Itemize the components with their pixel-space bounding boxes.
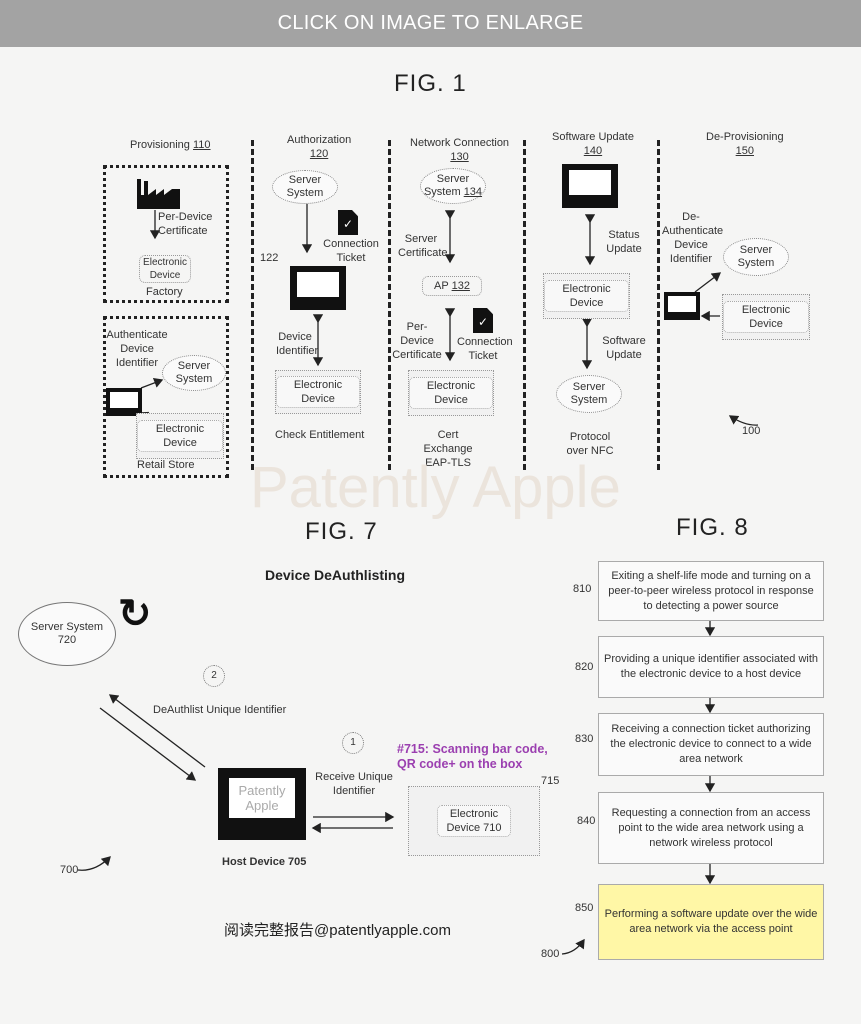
per-device-cert-label: Per-Device Certificate bbox=[392, 321, 442, 361]
provisioning-label: Provisioning 110 bbox=[130, 139, 211, 151]
fig1-title: FIG. 1 bbox=[394, 70, 467, 97]
factory-box bbox=[103, 165, 229, 303]
divider bbox=[657, 140, 660, 470]
step-num: 840 bbox=[577, 815, 596, 827]
retail-box bbox=[103, 316, 229, 478]
de-authenticate-label: De-Authenticate Device Identifier bbox=[662, 211, 724, 265]
ref-800: 800 bbox=[541, 948, 560, 960]
monitor-icon bbox=[106, 388, 142, 416]
flow-step-820: Providing a unique identifier associated… bbox=[598, 636, 824, 698]
protocol-nfc-label: Protocol over NFC bbox=[566, 431, 614, 457]
flow-step-830: Receiving a connection ticket authorizin… bbox=[598, 713, 824, 776]
fig7-title: FIG. 7 bbox=[305, 518, 378, 545]
server-system-cloud: Server System 134 bbox=[420, 168, 486, 204]
connection-ticket-label: Connection Ticket bbox=[323, 238, 379, 264]
deauthlist-label: DeAuthlist Unique Identifier bbox=[153, 704, 287, 716]
electronic-device-box: Electronic Device bbox=[136, 413, 224, 459]
electronic-device-box: Electronic Device 710 bbox=[408, 786, 540, 856]
flow-step-840: Requesting a connection from an access p… bbox=[598, 792, 824, 864]
divider bbox=[251, 140, 254, 470]
flow-step-810: Exiting a shelf-life mode and turning on… bbox=[598, 561, 824, 621]
receive-identifier-label: Receive Unique Identifier bbox=[315, 771, 393, 797]
step-num: 850 bbox=[575, 902, 594, 914]
check-entitlement-label: Check Entitlement bbox=[275, 429, 365, 441]
enlarge-banner[interactable]: CLICK ON IMAGE TO ENLARGE bbox=[0, 0, 861, 47]
step-num: 820 bbox=[575, 661, 594, 673]
server-system-cloud: Server System bbox=[162, 355, 226, 391]
software-update-arrow-label: Software Update bbox=[602, 335, 646, 361]
divider bbox=[523, 140, 526, 470]
divider bbox=[388, 140, 391, 470]
step-2-badge: 2 bbox=[203, 665, 225, 687]
device-identifier-label: Device Identifier bbox=[276, 331, 319, 357]
retail-store-label: Retail Store bbox=[137, 459, 195, 471]
ref-700: 700 bbox=[60, 864, 79, 876]
connection-ticket-label: Connection Ticket bbox=[457, 336, 513, 362]
server-certificate-label: Server Certificate bbox=[398, 233, 448, 259]
step-num: 830 bbox=[575, 733, 594, 745]
electronic-device-box: Electronic Device bbox=[408, 370, 494, 416]
monitor-icon bbox=[664, 292, 700, 320]
fig7-heading: Device DeAuthlisting bbox=[265, 567, 406, 583]
server-system-cloud: Server System bbox=[723, 238, 789, 276]
cert-exchange-label: Cert Exchange EAP-TLS bbox=[423, 429, 473, 469]
host-monitor-icon: Patently Apple bbox=[218, 768, 306, 840]
ref-715: 715 bbox=[541, 775, 560, 787]
status-update-label: Status Update bbox=[606, 229, 642, 255]
host-device-label: Host Device 705 bbox=[222, 856, 307, 868]
annotation-note: #715: Scanning bar code, QR code+ on the… bbox=[397, 742, 548, 771]
access-point-box: AP 132 bbox=[422, 276, 482, 296]
footer-link[interactable]: 阅读完整报告@patentlyapple.com bbox=[224, 922, 451, 939]
electronic-device-box: Electronic Device bbox=[722, 294, 810, 340]
electronic-device-box: Electronic Device bbox=[543, 273, 630, 319]
ticket-document-icon: ✓ bbox=[338, 210, 358, 235]
ref-122: 122 bbox=[260, 252, 279, 264]
ref-100: 100 bbox=[742, 425, 761, 437]
factory-icon bbox=[137, 179, 180, 209]
electronic-device-box: Electronic Device bbox=[275, 370, 361, 414]
ticket-document-icon: ✓ bbox=[473, 308, 493, 333]
electronic-device-chip: Electronic Device bbox=[139, 255, 191, 283]
server-system-cloud: Server System bbox=[556, 375, 622, 413]
monitor-icon bbox=[562, 164, 618, 208]
flow-step-850: Performing a software update over the wi… bbox=[598, 884, 824, 960]
per-device-cert-label: Per-Device Certificate bbox=[158, 211, 213, 237]
fig8-title: FIG. 8 bbox=[676, 514, 749, 541]
step-1-badge: 1 bbox=[342, 732, 364, 754]
monitor-icon bbox=[290, 266, 346, 310]
step-num: 810 bbox=[573, 583, 592, 595]
watermark: Patently Apple bbox=[250, 455, 621, 520]
refresh-icon: ↻ bbox=[118, 592, 152, 636]
factory-label: Factory bbox=[146, 286, 183, 298]
server-system-cloud: Server System bbox=[272, 170, 338, 204]
authenticate-label: Authenticate Device Identifier bbox=[106, 329, 168, 369]
